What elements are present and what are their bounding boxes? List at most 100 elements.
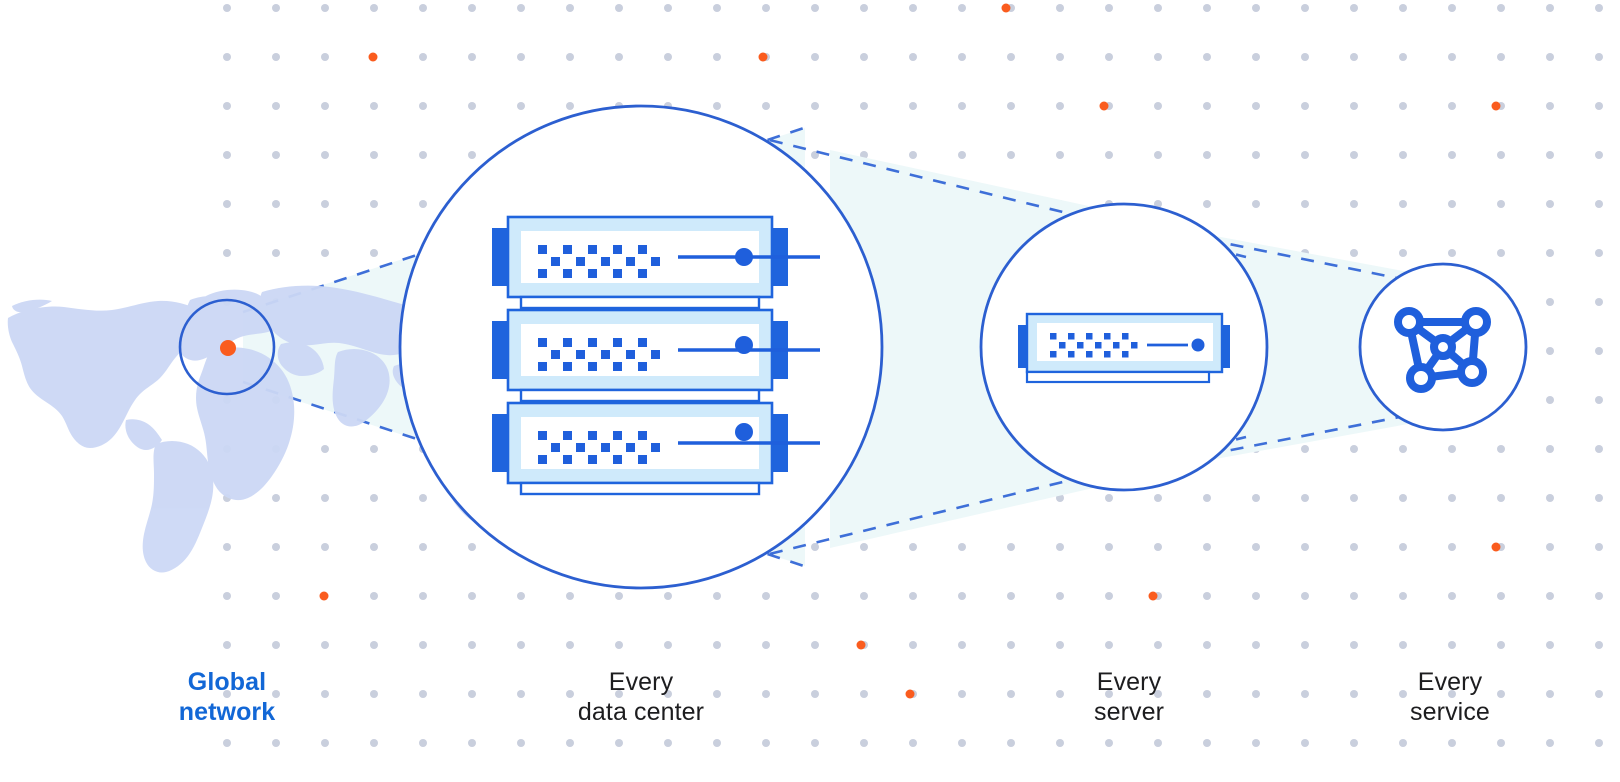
grid-dot	[1007, 641, 1015, 649]
grid-dot	[1399, 53, 1407, 61]
grid-dot	[1056, 739, 1064, 747]
grid-dot	[1399, 641, 1407, 649]
grid-dot	[272, 690, 280, 698]
grid-dot	[958, 543, 966, 551]
grid-dot	[1203, 641, 1211, 649]
accent-dot	[758, 52, 768, 62]
server-status-dot	[1191, 338, 1205, 352]
network-mesh-icon	[1394, 307, 1491, 393]
grid-dot	[1497, 4, 1505, 12]
grid-dot	[762, 641, 770, 649]
grid-dot	[1497, 249, 1505, 257]
grid-dot	[468, 739, 476, 747]
grid-dot	[272, 102, 280, 110]
grid-dot	[1546, 347, 1554, 355]
stage-global-network[interactable]	[178, 298, 276, 396]
stage-every-server[interactable]	[979, 202, 1269, 492]
server-unit-icon	[1018, 312, 1230, 384]
grid-dot	[713, 102, 721, 110]
grid-dot	[517, 102, 525, 110]
grid-dot	[1007, 151, 1015, 159]
grid-dot	[566, 739, 574, 747]
grid-dot	[419, 200, 427, 208]
grid-dot	[321, 445, 329, 453]
grid-dot	[909, 102, 917, 110]
grid-dot	[811, 739, 819, 747]
grid-dot	[272, 494, 280, 502]
rack-unit-1-led-grid	[538, 245, 660, 278]
grid-dot	[664, 690, 672, 698]
grid-dot	[321, 200, 329, 208]
grid-dot	[1154, 151, 1162, 159]
label-every-server: Every server	[1093, 668, 1165, 726]
grid-dot	[1203, 494, 1211, 502]
grid-dot	[1546, 494, 1554, 502]
grid-dot	[419, 543, 427, 551]
accent-dot	[368, 52, 378, 62]
grid-dot	[762, 4, 770, 12]
label-every-data-center: Every data center	[577, 668, 705, 726]
grid-dot	[958, 151, 966, 159]
grid-dot	[1546, 445, 1554, 453]
grid-dot	[1007, 543, 1015, 551]
grid-dot	[223, 739, 231, 747]
grid-dot	[1448, 494, 1456, 502]
grid-dot	[958, 739, 966, 747]
grid-dot	[1252, 53, 1260, 61]
grid-dot	[958, 592, 966, 600]
grid-dot	[468, 543, 476, 551]
grid-dot	[713, 641, 721, 649]
grid-dot	[1154, 690, 1162, 698]
grid-dot	[223, 102, 231, 110]
grid-dot	[615, 641, 623, 649]
grid-dot	[1546, 592, 1554, 600]
grid-dot	[1252, 4, 1260, 12]
grid-dot	[664, 53, 672, 61]
grid-dot	[1203, 53, 1211, 61]
grid-dot	[272, 53, 280, 61]
grid-dot	[370, 543, 378, 551]
grid-dot	[321, 151, 329, 159]
grid-dot	[811, 53, 819, 61]
grid-dot	[517, 592, 525, 600]
stage-every-data-center[interactable]	[398, 104, 884, 590]
grid-dot	[272, 4, 280, 12]
grid-dot	[713, 739, 721, 747]
grid-dot	[1546, 200, 1554, 208]
grid-dot	[664, 641, 672, 649]
grid-dot	[615, 4, 623, 12]
grid-dot	[1301, 592, 1309, 600]
accent-dot	[905, 689, 915, 699]
grid-dot	[1301, 641, 1309, 649]
grid-dot	[1154, 494, 1162, 502]
grid-dot	[419, 53, 427, 61]
label-global-network: Global network	[178, 668, 276, 726]
grid-dot	[223, 641, 231, 649]
grid-dot	[1595, 396, 1603, 404]
grid-dot	[1105, 4, 1113, 12]
grid-dot	[860, 690, 868, 698]
grid-dot	[272, 592, 280, 600]
grid-dot	[1007, 53, 1015, 61]
grid-dot	[1448, 151, 1456, 159]
grid-dot	[419, 592, 427, 600]
grid-dot	[909, 641, 917, 649]
grid-dot	[1399, 494, 1407, 502]
grid-dot	[958, 4, 966, 12]
grid-dot	[272, 543, 280, 551]
grid-dot	[1056, 4, 1064, 12]
grid-dot	[909, 739, 917, 747]
grid-dot	[1154, 641, 1162, 649]
mesh-node-top-right	[1461, 307, 1491, 337]
stage-every-service[interactable]	[1358, 262, 1528, 432]
grid-dot	[1399, 200, 1407, 208]
grid-dot	[223, 249, 231, 257]
grid-dot	[1448, 102, 1456, 110]
grid-dot	[419, 494, 427, 502]
accent-dot	[1491, 101, 1501, 111]
grid-dot	[664, 4, 672, 12]
grid-dot	[1546, 739, 1554, 747]
grid-dot	[370, 690, 378, 698]
grid-dot	[1154, 53, 1162, 61]
